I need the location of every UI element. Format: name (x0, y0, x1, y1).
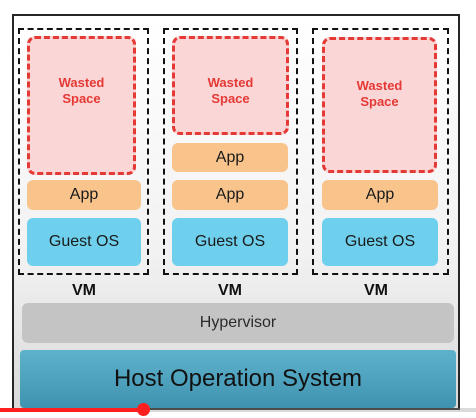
app-block: App (172, 180, 288, 210)
app-block: App (172, 143, 288, 172)
vm-box-2 (163, 28, 298, 275)
wasted-space-3: Wasted Space (322, 37, 437, 173)
guest-os-block: Guest OS (322, 218, 438, 266)
app-block: App (27, 180, 141, 210)
wasted-space-1: Wasted Space (27, 36, 136, 175)
wasted-space-label: Wasted Space (58, 75, 105, 106)
vm-label: VM (364, 282, 388, 299)
video-progress-fill (0, 408, 143, 412)
guest-os-block: Guest OS (172, 218, 288, 266)
video-scrubber-handle[interactable] (136, 403, 150, 416)
vm-label: VM (72, 282, 96, 299)
vm-label: VM (218, 282, 242, 299)
vm-box-3 (312, 28, 449, 275)
wasted-space-2: Wasted Space (172, 36, 289, 135)
guest-os-block: Guest OS (27, 218, 141, 266)
app-block: App (322, 180, 438, 210)
wasted-space-label: Wasted Space (207, 75, 254, 106)
host-os-layer: Host Operation System (20, 350, 456, 408)
vm-box-1 (18, 28, 149, 275)
wasted-space-label: Wasted Space (356, 78, 403, 109)
video-progress-bar[interactable] (0, 403, 476, 416)
hypervisor-layer: Hypervisor (22, 303, 454, 343)
